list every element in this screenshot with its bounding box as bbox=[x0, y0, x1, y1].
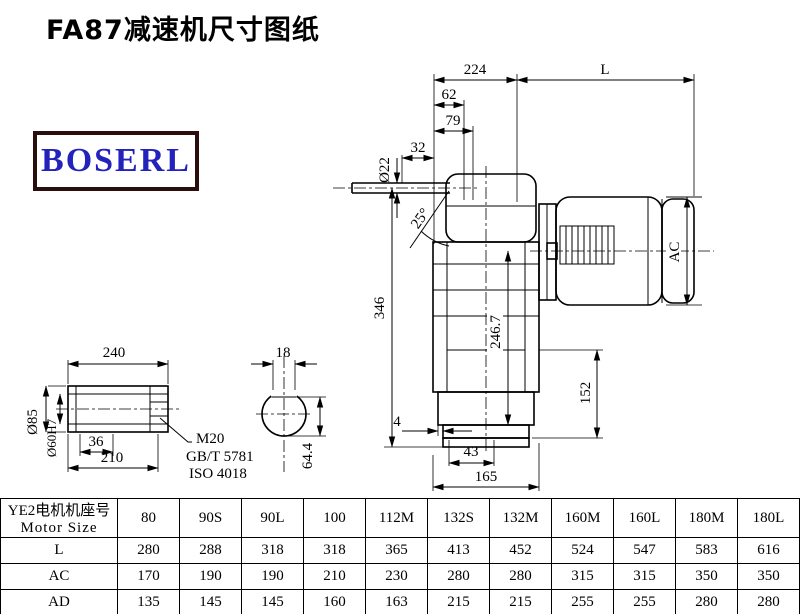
cell: 280 bbox=[489, 563, 552, 590]
size-col: 160M bbox=[551, 498, 614, 538]
dim-36-label: 36 bbox=[89, 434, 105, 450]
cell: 547 bbox=[613, 537, 676, 564]
technical-drawing: 224 L 62 79 32 Ø22 25° 346 246.7 AC 152 … bbox=[25, 62, 714, 491]
dim-43-label: 43 bbox=[464, 444, 479, 460]
row-label: AD bbox=[0, 589, 118, 614]
cell: 524 bbox=[551, 537, 614, 564]
cell: 280 bbox=[675, 589, 738, 614]
cell: 170 bbox=[117, 563, 180, 590]
size-col: 132M bbox=[489, 498, 552, 538]
dim-32-label: 32 bbox=[411, 140, 426, 156]
dim-346-label: 346 bbox=[372, 296, 388, 319]
dim-18-label: 18 bbox=[276, 345, 291, 361]
cell: 280 bbox=[737, 589, 800, 614]
size-col: 80 bbox=[117, 498, 180, 538]
cell: 452 bbox=[489, 537, 552, 564]
dim-diameter85-label: Ø85 bbox=[25, 409, 41, 435]
note-gbt-label: GB/T 5781 bbox=[186, 449, 254, 465]
motor-size-header-cn: YE2电机机座号 bbox=[7, 503, 111, 519]
dim-diameter22-label: Ø22 bbox=[377, 157, 393, 183]
cell: 288 bbox=[179, 537, 242, 564]
motor-size-header-en: Motor Size bbox=[20, 520, 98, 536]
motor-size-table: YE2电机机座号 Motor Size 80 90S 90L 100 112M … bbox=[0, 498, 800, 614]
cell: 215 bbox=[489, 589, 552, 614]
size-col: 180L bbox=[737, 498, 800, 538]
cell: 280 bbox=[117, 537, 180, 564]
dim-224-label: 224 bbox=[464, 62, 487, 78]
row-label: AC bbox=[0, 563, 118, 590]
dim-62-label: 62 bbox=[442, 87, 457, 103]
dim-angle25-label: 25° bbox=[408, 206, 433, 232]
cell: 413 bbox=[427, 537, 490, 564]
dim-210-label: 210 bbox=[101, 450, 124, 466]
note-m20-label: M20 bbox=[196, 431, 224, 447]
page-title: FA87减速机尺寸图纸 bbox=[46, 15, 320, 46]
size-col: 90S bbox=[179, 498, 242, 538]
size-col: 132S bbox=[427, 498, 490, 538]
cell: 315 bbox=[551, 563, 614, 590]
cell: 215 bbox=[427, 589, 490, 614]
dim-AC-label: AC bbox=[667, 242, 683, 263]
cell: 190 bbox=[241, 563, 304, 590]
size-col: 100 bbox=[303, 498, 366, 538]
cell: 210 bbox=[303, 563, 366, 590]
dim-246-label: 246.7 bbox=[488, 315, 504, 349]
centerlines bbox=[56, 166, 714, 472]
row-label: L bbox=[0, 537, 118, 564]
table-row-AD: AD 135 145 145 160 163 215 215 255 255 2… bbox=[0, 589, 800, 614]
cell: 350 bbox=[737, 563, 800, 590]
cell: 315 bbox=[613, 563, 676, 590]
cell: 145 bbox=[179, 589, 242, 614]
motor-size-header: YE2电机机座号 Motor Size bbox=[0, 498, 118, 538]
dim-79-label: 79 bbox=[446, 113, 461, 129]
cell: 190 bbox=[179, 563, 242, 590]
cell: 318 bbox=[303, 537, 366, 564]
cell: 365 bbox=[365, 537, 428, 564]
dim-152-label: 152 bbox=[578, 382, 594, 405]
size-col: 90L bbox=[241, 498, 304, 538]
brand-logo: BOSERL bbox=[33, 131, 199, 191]
extension-lines bbox=[48, 74, 702, 491]
dim-64-label: 64.4 bbox=[300, 442, 316, 469]
cell: 230 bbox=[365, 563, 428, 590]
cell: 160 bbox=[303, 589, 366, 614]
dim-L-label: L bbox=[600, 62, 609, 78]
cell: 163 bbox=[365, 589, 428, 614]
brand-logo-text: BOSERL bbox=[41, 142, 191, 179]
cell: 255 bbox=[613, 589, 676, 614]
size-col: 112M bbox=[365, 498, 428, 538]
dimension-lines bbox=[42, 76, 695, 491]
cell: 350 bbox=[675, 563, 738, 590]
dim-240-label: 240 bbox=[103, 345, 126, 361]
table-row-AC: AC 170 190 190 210 230 280 280 315 315 3… bbox=[0, 563, 800, 590]
cell: 145 bbox=[241, 589, 304, 614]
cell: 255 bbox=[551, 589, 614, 614]
cell: 280 bbox=[427, 563, 490, 590]
cell: 135 bbox=[117, 589, 180, 614]
size-col: 160L bbox=[613, 498, 676, 538]
table-header-row: YE2电机机座号 Motor Size 80 90S 90L 100 112M … bbox=[0, 498, 800, 538]
cell: 616 bbox=[737, 537, 800, 564]
dim-diameter60H7-label: Ø60H7 bbox=[44, 418, 59, 457]
cell: 318 bbox=[241, 537, 304, 564]
note-iso-label: ISO 4018 bbox=[189, 466, 247, 482]
size-col: 180M bbox=[675, 498, 738, 538]
shaft-side-view bbox=[67, 385, 192, 443]
dim-165-label: 165 bbox=[475, 469, 498, 485]
cell: 583 bbox=[675, 537, 738, 564]
dim-4-label: 4 bbox=[393, 414, 401, 430]
table-row-L: L 280 288 318 318 365 413 452 524 547 58… bbox=[0, 537, 800, 564]
